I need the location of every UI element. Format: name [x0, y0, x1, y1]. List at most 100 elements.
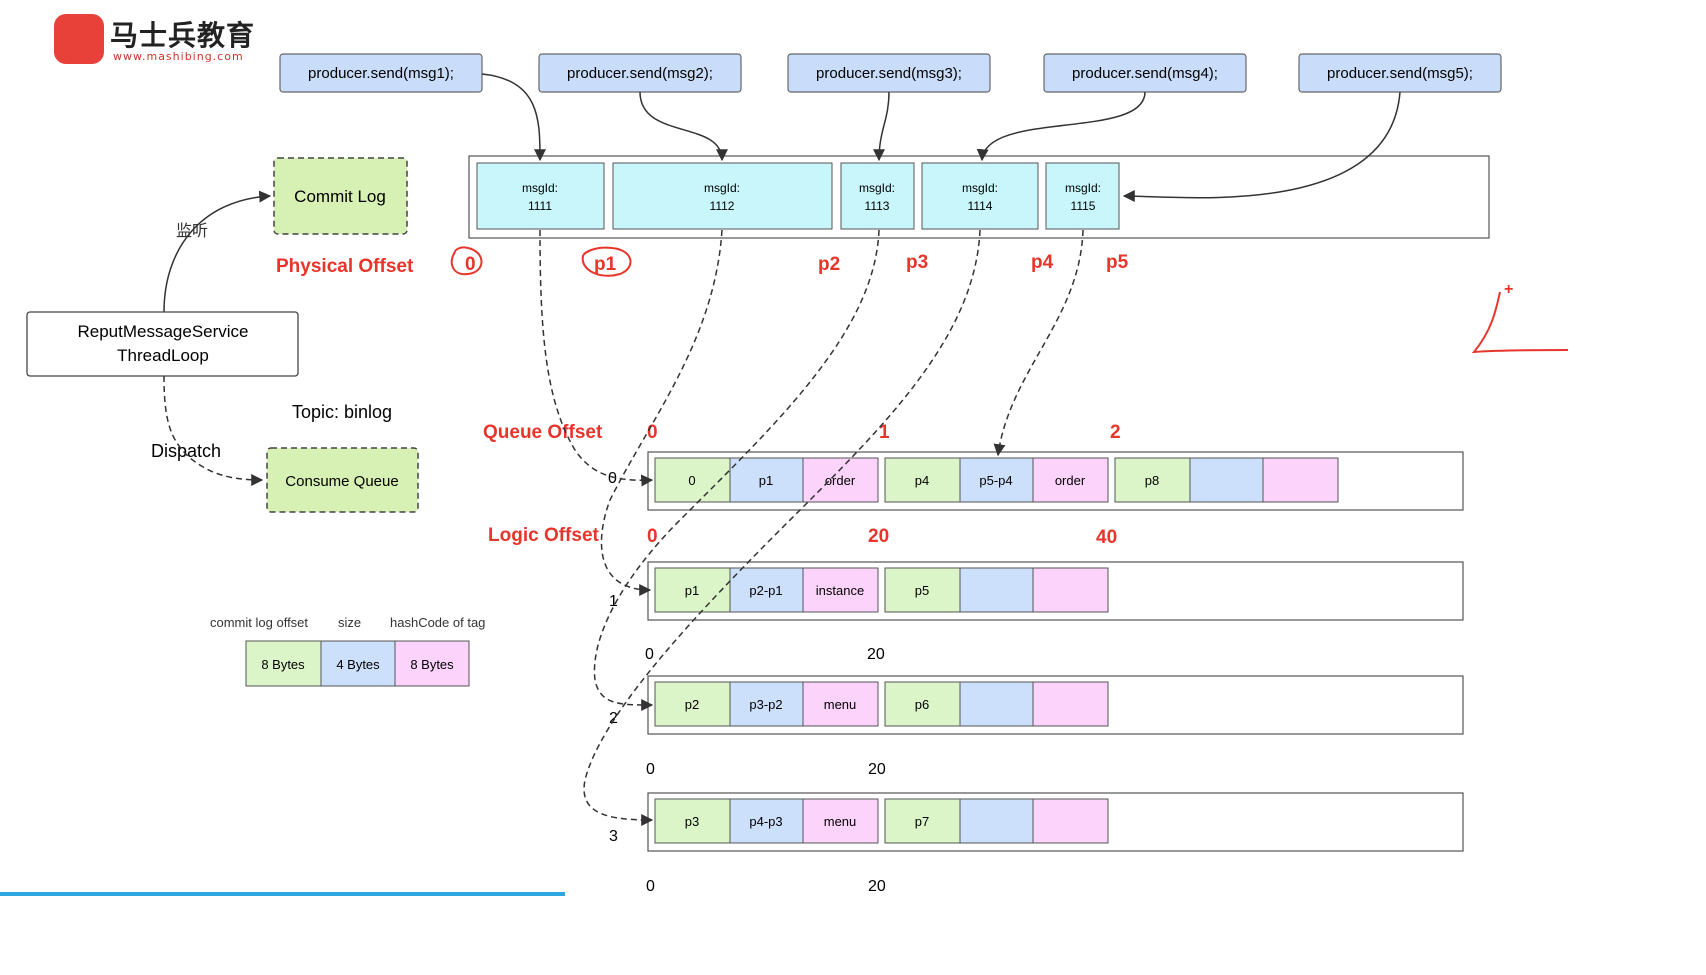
- legend-cell-offset: [245, 640, 322, 687]
- queue0-cell-text-2: order: [825, 473, 856, 488]
- queue3-cell-text-2: menu: [824, 814, 857, 829]
- reput-service-box: [26, 311, 299, 377]
- queue-offset-0: 0: [647, 422, 658, 443]
- queue2-cell-size-2: [959, 681, 1034, 727]
- video-progress-bar[interactable]: [0, 892, 565, 896]
- queue1-offset-0: 0: [645, 646, 654, 663]
- queue1-cell-size: [729, 567, 804, 613]
- legend-cell-text-1: 4 Bytes: [336, 657, 380, 672]
- queue0-cell-tag: [802, 457, 879, 503]
- physical-marker-p2: p2: [818, 254, 840, 275]
- consume-queue-1: 1 p1 p2-p1 instance p5: [609, 561, 1464, 621]
- physical-marker-0: 0: [465, 254, 476, 275]
- queue-offset-2: 2: [1110, 422, 1121, 443]
- queue2-cell-text-1: p3-p2: [749, 697, 782, 712]
- queue1-cell-text-1: p2-p1: [749, 583, 782, 598]
- queue-index-3: 3: [609, 828, 618, 845]
- dispatch-arrow-1113: [593, 229, 880, 711]
- consume-queue-box: [266, 447, 419, 513]
- queue3-cell-offset: [654, 798, 731, 844]
- msg-box-1111: [476, 162, 605, 230]
- queue3-offset-20: 20: [868, 878, 886, 895]
- legend-cell-tag: [394, 640, 470, 687]
- msg-box-1114: [921, 162, 1039, 230]
- annotation-mark: +: [1504, 281, 1513, 298]
- queue1-cell-offset: [654, 567, 731, 613]
- legend-cell-text-2: 8 Bytes: [410, 657, 454, 672]
- reput-service-line1: ReputMessageService: [77, 322, 248, 341]
- queue1-cell-tag-2: [1032, 567, 1109, 613]
- queue1-cell-text-3: p5: [915, 583, 929, 598]
- msg-box-1112: [612, 162, 833, 230]
- dispatch-arrow-1115: [993, 229, 1084, 457]
- msg-box-1115: [1045, 162, 1120, 230]
- logo-brand: 马士兵教育: [110, 19, 256, 52]
- queue3-cell-text-3: p7: [915, 814, 929, 829]
- queue1-cell-offset-2: [884, 567, 961, 613]
- reput-service-line2: ThreadLoop: [117, 346, 209, 365]
- queue0-cell-size: [729, 457, 804, 503]
- legend-header-offset: commit log offset: [210, 615, 308, 630]
- logic-offset-0: 0: [647, 526, 658, 547]
- queue0-cell-tag-2: [1032, 457, 1109, 503]
- physical-marker-p4: p4: [1031, 252, 1054, 273]
- producer-arrows: [481, 73, 1401, 203]
- queue2-cell-text-0: p2: [685, 697, 699, 712]
- msg-label-5: msgId:: [1065, 181, 1101, 195]
- logic-offset-40: 40: [1096, 527, 1117, 548]
- msg-label-1: msgId:: [522, 181, 558, 195]
- consume-queue-text: Consume Queue: [285, 473, 398, 490]
- commit-log-box: [273, 157, 408, 235]
- logo-icon: [54, 14, 104, 64]
- queue0-cell-offset-3: [1114, 457, 1191, 503]
- handwritten-circle-p1: [581, 246, 632, 277]
- dispatch-arrows: [539, 229, 1084, 826]
- consume-queue-0: 0 0 p1 order p4 p5-p4 order p8: [608, 451, 1464, 511]
- arrow-msg3: [873, 91, 890, 162]
- arrow-msg1: [481, 73, 546, 162]
- queue0-cell-tag-3: [1262, 457, 1339, 503]
- queue2-cell-size: [729, 681, 804, 727]
- queue2-offset-0: 0: [646, 761, 655, 778]
- queue1-offset-20: 20: [867, 646, 885, 663]
- producer-label-3: producer.send(msg3);: [816, 65, 962, 82]
- queue1-cell-text-0: p1: [685, 583, 699, 598]
- dispatch-label: Dispatch: [151, 441, 221, 461]
- producer-label-4: producer.send(msg4);: [1072, 65, 1218, 82]
- queue3-cell-tag: [802, 798, 879, 844]
- queue0-cell-offset-2: [884, 457, 961, 503]
- queue0-cell-size-2: [959, 457, 1034, 503]
- msg-id-3: 1113: [865, 199, 890, 213]
- physical-marker-p5: p5: [1106, 252, 1129, 273]
- dispatch-arrow-1111: [539, 229, 654, 487]
- queue2-cell-text-2: menu: [824, 697, 857, 712]
- physical-marker-p3: p3: [906, 252, 928, 273]
- msg-id-5: 1115: [1071, 199, 1096, 213]
- queue3-cell-text-1: p4-p3: [749, 814, 782, 829]
- queue-offset-1: 1: [879, 422, 890, 443]
- producers: producer.send(msg1); producer.send(msg2)…: [279, 53, 1502, 93]
- legend-cell-size: [320, 640, 396, 687]
- queue-index-0: 0: [608, 470, 617, 487]
- queue3-offset-0: 0: [646, 878, 655, 895]
- queue1-cell-size-2: [959, 567, 1034, 613]
- topic-label: Topic: binlog: [292, 402, 392, 422]
- queue3-cell-size: [729, 798, 804, 844]
- dispatch-arrow-1112: [600, 229, 723, 596]
- msg-box-1113: [840, 162, 915, 230]
- dispatch-arrow-1114: [583, 229, 981, 826]
- producer-label-5: producer.send(msg5);: [1327, 65, 1473, 82]
- queue0-cell-text-0: 0: [688, 473, 695, 488]
- queue-index-2: 2: [609, 710, 618, 727]
- listen-arrow: [163, 190, 272, 313]
- queue3-cell-text-0: p3: [685, 814, 699, 829]
- queue3-cell-tag-2: [1032, 798, 1109, 844]
- legend-header-size: size: [338, 615, 361, 630]
- queue1-cell-text-2: instance: [816, 583, 864, 598]
- msg-id-4: 1114: [968, 199, 993, 213]
- arrow-msg2: [639, 91, 728, 162]
- rocketmq-storage-diagram: producer.send(msg1); producer.send(msg2)…: [26, 53, 1568, 895]
- legend-cell-text-0: 8 Bytes: [261, 657, 305, 672]
- msg-id-2: 1112: [710, 199, 735, 213]
- arrow-msg5: [1122, 91, 1401, 203]
